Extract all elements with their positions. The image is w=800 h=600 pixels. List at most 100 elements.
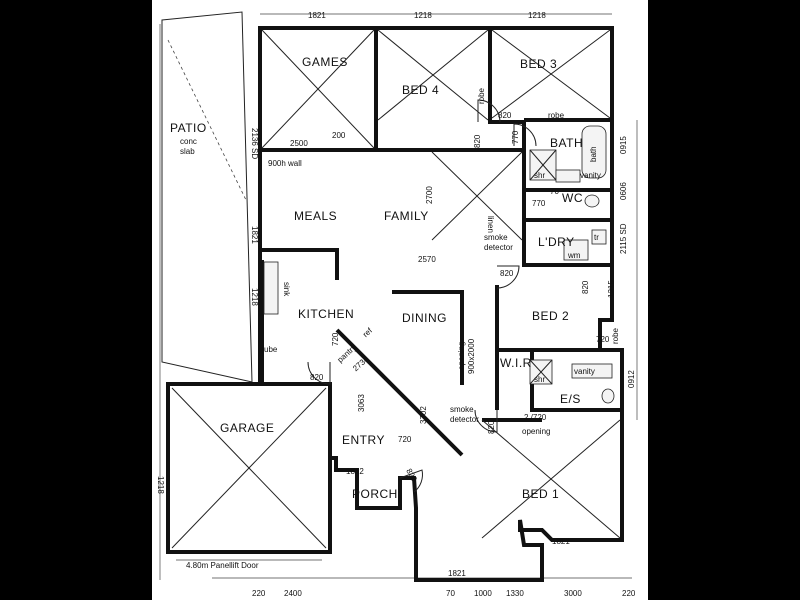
ensuite-shower-mark-b bbox=[529, 359, 553, 385]
laundry-machine-note: wm bbox=[567, 251, 581, 260]
kitchen-sink-bench bbox=[263, 261, 279, 315]
wall-kitchen-bench bbox=[260, 248, 339, 280]
ensuite-toilet bbox=[601, 388, 615, 404]
room-dining: DINING bbox=[402, 311, 447, 325]
dim-720-c: 720 bbox=[398, 435, 412, 444]
laundry-trough bbox=[591, 229, 607, 245]
room-bed3: BED 3 bbox=[520, 57, 557, 71]
room-bath: BATH bbox=[550, 136, 583, 150]
floor-plan-drawing: GAMES BED 4 BED 3 PATIO BATH WC MEALS FA… bbox=[156, 11, 638, 598]
opening-note-1: opening bbox=[457, 342, 466, 370]
patio-slab-note-1: conc bbox=[180, 137, 197, 146]
smoke-detector-1-line-1: smoke bbox=[484, 233, 508, 242]
bed3-hatch-b bbox=[491, 29, 611, 119]
games-hatch-b bbox=[261, 29, 375, 149]
dim-2500: 2500 bbox=[290, 139, 308, 148]
dim-820-a: 820 bbox=[498, 111, 512, 120]
patio-slab-note-2: slab bbox=[180, 147, 195, 156]
dim-top-1218-a: 1218 bbox=[414, 11, 432, 20]
room-wir: W.I.R bbox=[500, 356, 532, 370]
garage-hatch-b bbox=[171, 387, 327, 549]
robe-note-2: robe bbox=[548, 111, 565, 120]
dim-top-1218-b: 1218 bbox=[528, 11, 546, 20]
room-patio: PATIO bbox=[170, 121, 207, 135]
dim-right-0606: 0606 bbox=[619, 182, 628, 200]
dim-70: 70 bbox=[550, 187, 559, 196]
bed4-hatch-b bbox=[377, 29, 489, 121]
dim-bottom-220-a: 220 bbox=[252, 589, 266, 598]
room-bed1: BED 1 bbox=[522, 487, 559, 501]
room-porch: PORCH bbox=[352, 487, 398, 501]
dim-left-1218-a: 1218 bbox=[250, 288, 259, 306]
laundry-trough-note: tr bbox=[594, 233, 599, 242]
room-family: FAMILY bbox=[384, 209, 429, 223]
ensuite-shower-note: shr bbox=[534, 375, 545, 384]
patio-slab bbox=[161, 11, 253, 383]
dim-bottom-220-b: 220 bbox=[622, 589, 636, 598]
room-es: E/S bbox=[560, 392, 581, 406]
room-ldry: L'DRY bbox=[538, 235, 575, 249]
dim-right-0915: 0915 bbox=[619, 136, 628, 154]
room-kitchen: KITCHEN bbox=[298, 307, 354, 321]
door-bed3 bbox=[513, 123, 537, 147]
opening-note-2: 900x2000 bbox=[467, 338, 476, 374]
dim-1821-b: 1821 bbox=[552, 537, 570, 546]
dim-2570: 2570 bbox=[418, 255, 436, 264]
wc-toilet bbox=[584, 194, 600, 208]
dim-3063: 3063 bbox=[357, 394, 366, 412]
dim-820-f: 820 bbox=[404, 467, 419, 484]
dim-820-d: 820 bbox=[310, 373, 324, 382]
room-bed4: BED 4 bbox=[402, 83, 439, 97]
room-games: GAMES bbox=[302, 55, 348, 69]
room-entry: ENTRY bbox=[342, 433, 385, 447]
linen-note: linen bbox=[486, 216, 495, 233]
dim-bottom-1330: 1330 bbox=[506, 589, 524, 598]
dim-1821-c: 1821 bbox=[448, 569, 466, 578]
dim-820-e: 820 bbox=[487, 420, 496, 434]
dim-820-g: 820 bbox=[581, 280, 590, 294]
smoke-detector-1-line-2: detector bbox=[484, 243, 513, 252]
opening-720-note: 2 /720 bbox=[524, 413, 547, 422]
wall-height-note: 900h wall bbox=[268, 159, 302, 168]
dim-left-2136: 2136 SD bbox=[250, 128, 259, 159]
ensuite-vanity-note: vanity bbox=[574, 367, 595, 376]
dim-820-b: 820 bbox=[473, 134, 482, 148]
garage-door-note: 4.80m Panellift Door bbox=[186, 561, 259, 570]
sink-note: sink bbox=[282, 282, 291, 297]
door-bed1 bbox=[474, 409, 498, 433]
bath-vanity bbox=[555, 169, 581, 183]
dim-3702: 3702 bbox=[419, 406, 428, 424]
bed1-hatch-b bbox=[481, 419, 621, 539]
dim-200: 200 bbox=[332, 131, 346, 140]
ref-note: ref bbox=[361, 326, 375, 339]
dim-bottom-2400: 2400 bbox=[284, 589, 302, 598]
dim-left-1218-b: 1218 bbox=[156, 476, 165, 494]
patio-hatch bbox=[167, 39, 247, 201]
dim-820-c: 820 bbox=[500, 269, 514, 278]
dim-720-b: 720 bbox=[596, 335, 610, 344]
ensuite-vanity bbox=[571, 363, 613, 379]
room-wc: WC bbox=[562, 191, 583, 205]
floor-plan: GAMES BED 4 BED 3 PATIO BATH WC MEALS FA… bbox=[152, 0, 648, 600]
dim-bottom-1000: 1000 bbox=[474, 589, 492, 598]
door-bed4 bbox=[477, 99, 501, 123]
dim-left-1821: 1821 bbox=[250, 226, 259, 244]
dim-right-2115: 2115 SD bbox=[619, 223, 628, 254]
wall-bath-wc-ldry bbox=[522, 120, 612, 267]
dim-bottom-3000: 3000 bbox=[564, 589, 582, 598]
room-bed2: BED 2 bbox=[532, 309, 569, 323]
smoke-detector-2-line-2: detector bbox=[450, 415, 479, 424]
door-bed2 bbox=[496, 265, 520, 289]
ube-note: ube bbox=[264, 345, 278, 354]
dim-2734: 2734 bbox=[351, 354, 371, 373]
door-garage bbox=[307, 361, 331, 385]
smoke-detector-2-line-1: smoke bbox=[450, 405, 474, 414]
bath-shower-mark-b bbox=[529, 149, 557, 181]
dim-top-1821: 1821 bbox=[308, 11, 326, 20]
bath-tub bbox=[581, 125, 607, 179]
room-garage: GARAGE bbox=[220, 421, 274, 435]
laundry-machine bbox=[563, 239, 589, 261]
room-meals: MEALS bbox=[294, 209, 337, 223]
robe-note-3: robe bbox=[611, 327, 620, 344]
family-hatch-b bbox=[431, 151, 523, 241]
